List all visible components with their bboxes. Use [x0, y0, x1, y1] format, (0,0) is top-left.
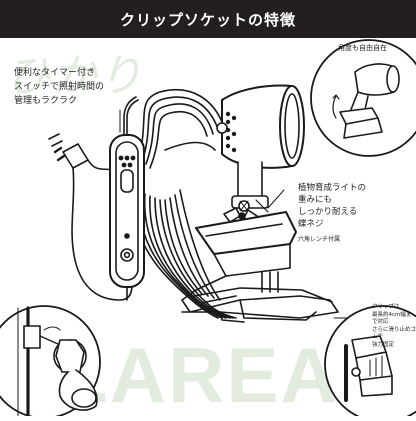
spring-clip: [181, 211, 339, 323]
note-wrench: 六角レンチ付属: [298, 236, 341, 243]
inset-pole-lamp: [0, 305, 101, 416]
inset-clip: [324, 305, 416, 416]
swivel-joint: [231, 161, 269, 213]
page-title: クリップソケットの特徴: [119, 10, 296, 29]
title-bar: クリップソケットの特徴: [0, 0, 416, 38]
watermark-top: ひかり: [6, 51, 144, 102]
note-clip: クリップは 最長約4cm幅まで対応 さらに滑り止めゴムで 強力固定: [372, 304, 416, 348]
power-plug: [48, 133, 133, 301]
note-angle: 角度も自由自在: [338, 44, 387, 52]
inset-angle: [310, 39, 416, 157]
lamp-head: [216, 84, 305, 169]
note-wing-screw: 植物育成ライトの 重みにも しっかり耐える 蝶ネジ: [298, 183, 367, 229]
timer-switch: [109, 96, 145, 301]
note-timer: 便利なタイマー付き スイッチで照射時間の 管理もラクラク: [14, 68, 105, 106]
